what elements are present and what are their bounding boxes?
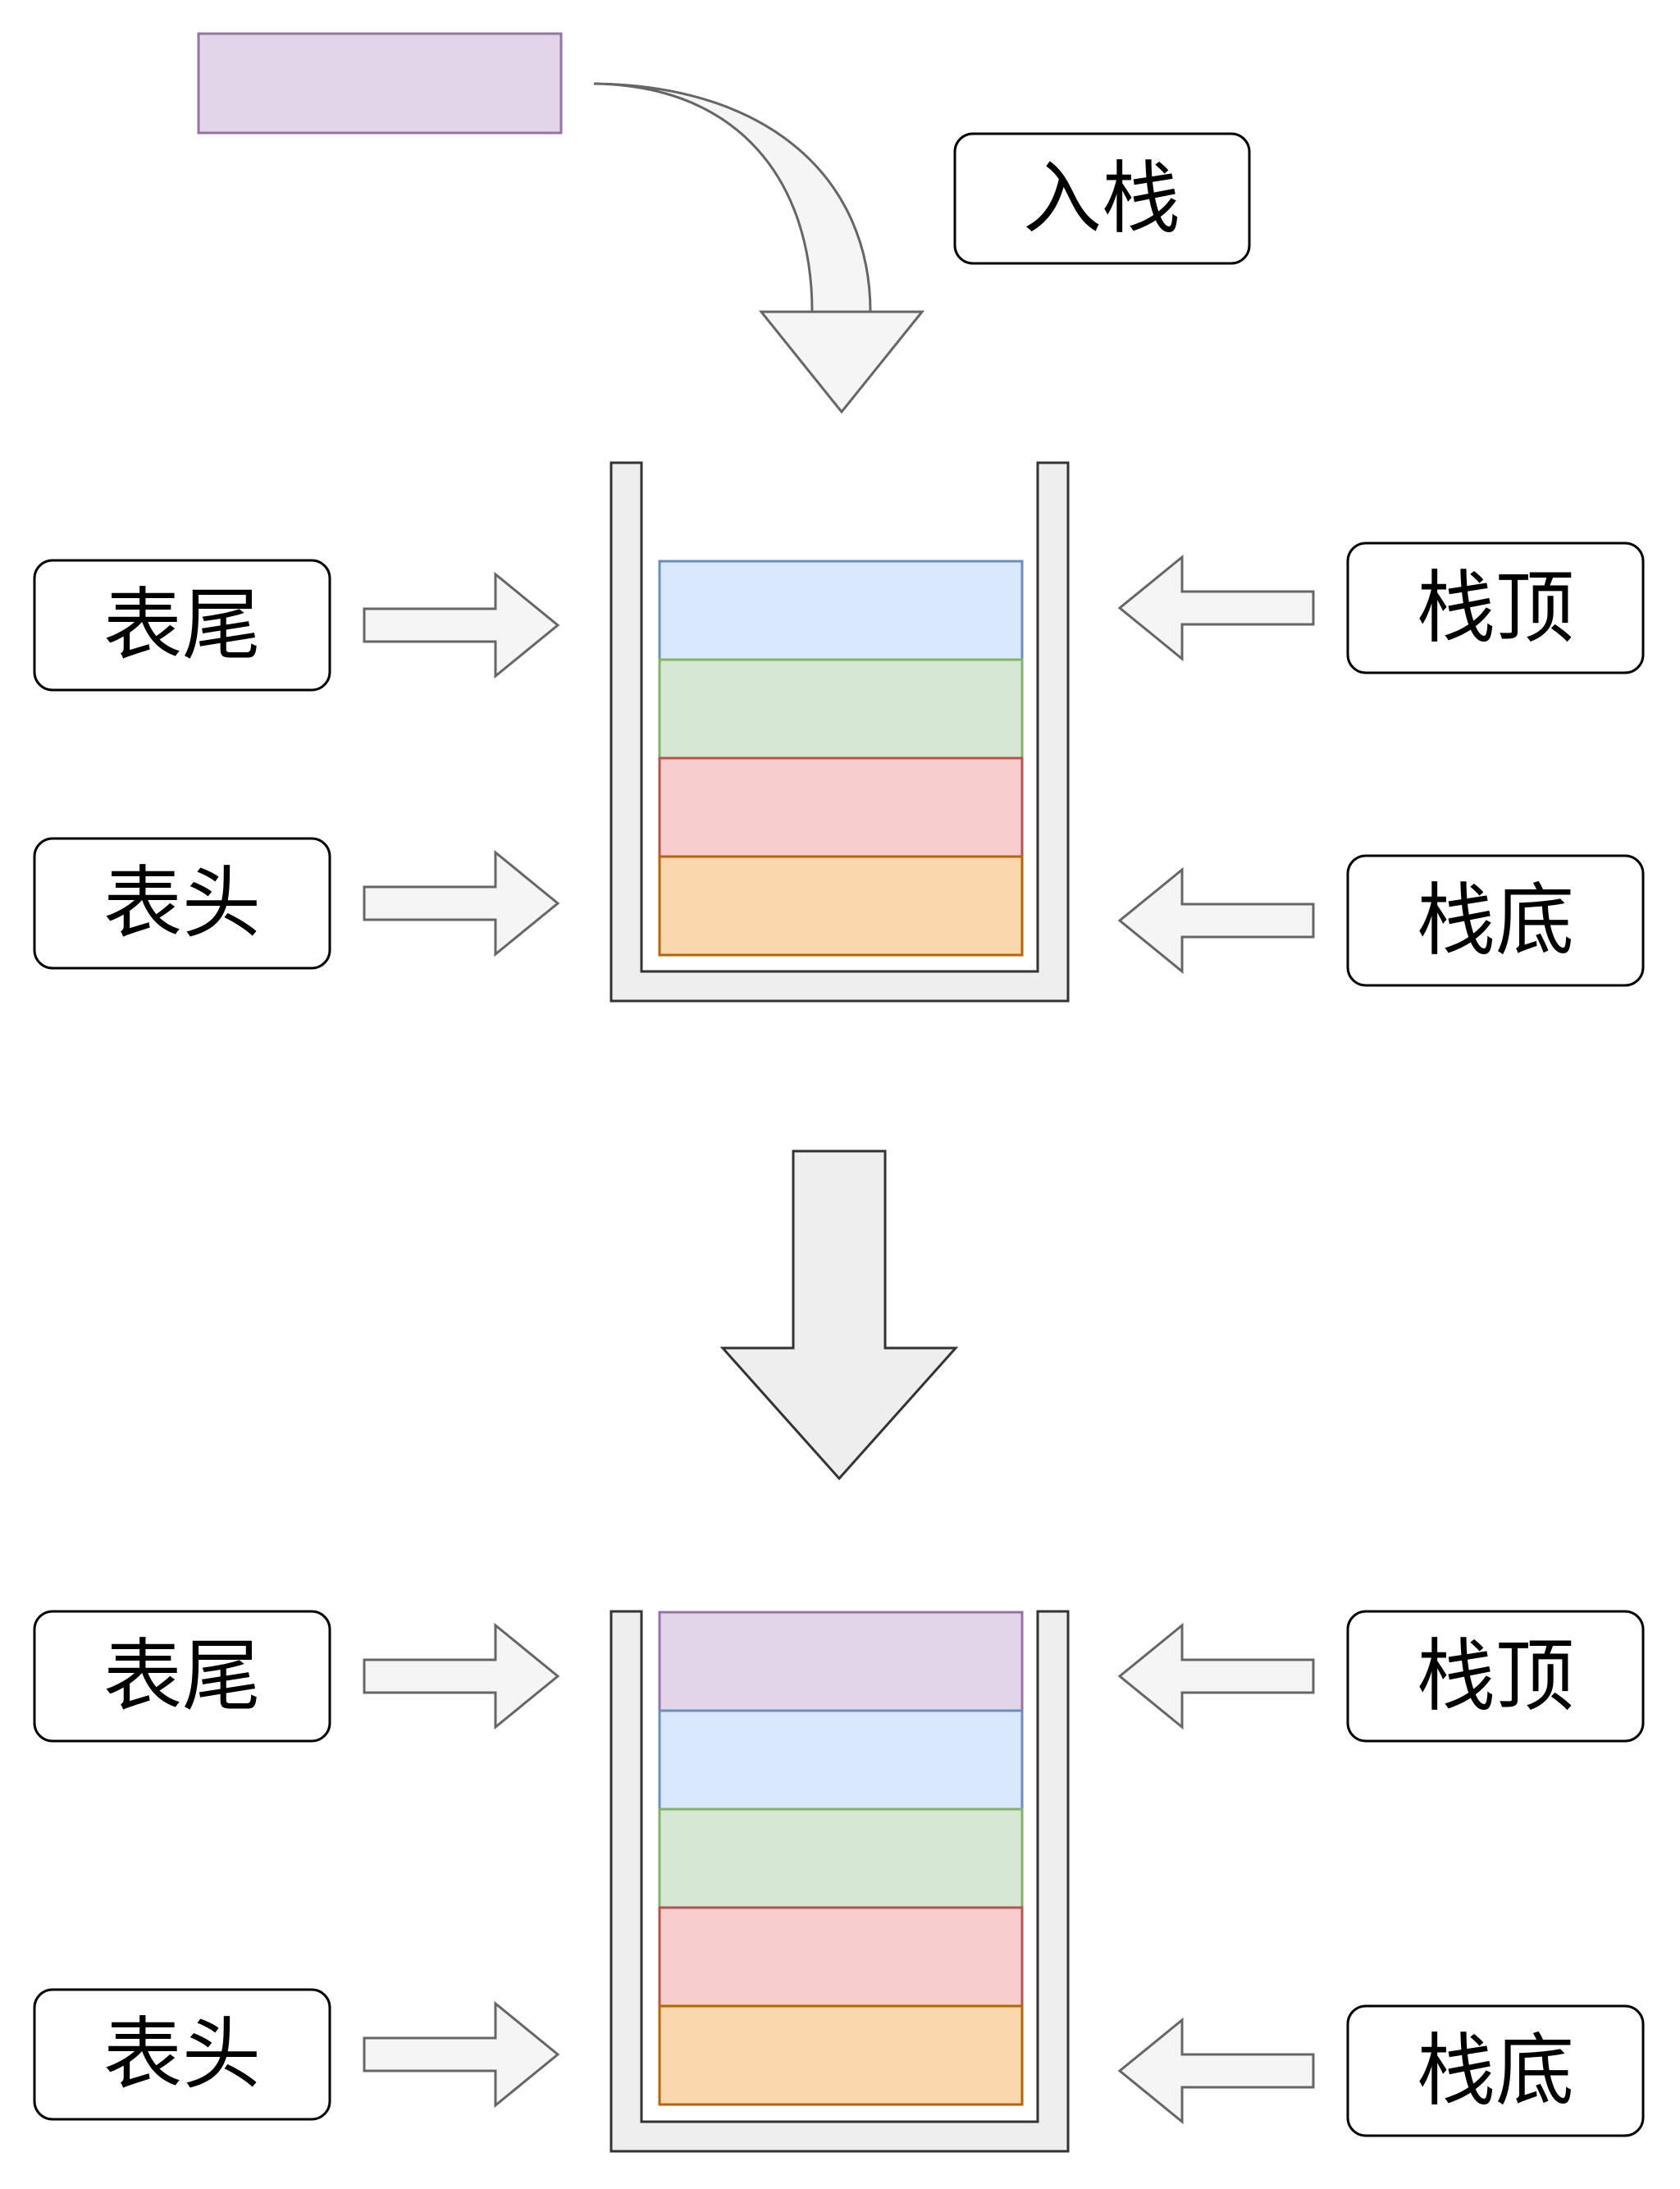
tail-label-before: 表尾 xyxy=(103,579,261,671)
stack-blocks-before xyxy=(658,560,1024,957)
bottom-label-after: 栈底 xyxy=(1417,2025,1574,2117)
bottom-label-box-after: 栈底 xyxy=(1346,2004,1645,2137)
top-arrow-before[interactable] xyxy=(1117,554,1315,662)
head-label-box-before: 表头 xyxy=(33,837,331,970)
head-label-before: 表头 xyxy=(103,857,261,949)
head-label-box-after: 表头 xyxy=(33,1988,331,2121)
stack-block-after-2 xyxy=(658,1709,1024,1811)
push-label: 入栈 xyxy=(1023,153,1180,244)
incoming-block xyxy=(197,32,563,135)
stack-block-after-1 xyxy=(658,1611,1024,1712)
tail-label-after: 表尾 xyxy=(103,1630,261,1722)
stack-before xyxy=(609,461,1070,1003)
top-arrow-after[interactable] xyxy=(1117,1622,1315,1730)
top-label-before: 栈顶 xyxy=(1417,562,1574,654)
stack-container-after xyxy=(609,1610,1070,2153)
stack-block-before-2 xyxy=(658,658,1024,760)
top-label-box-after: 栈顶 xyxy=(1346,1610,1645,1743)
stack-after xyxy=(609,1610,1070,2153)
transition-down-arrow xyxy=(719,1149,959,1481)
top-label-after: 栈顶 xyxy=(1417,1630,1574,1722)
bottom-label-before: 栈底 xyxy=(1417,875,1574,967)
tail-label-box-after: 表尾 xyxy=(33,1610,331,1743)
bottom-arrow-after[interactable] xyxy=(1117,2017,1315,2125)
stack-block-before-1 xyxy=(658,560,1024,661)
head-arrow-after[interactable] xyxy=(363,2000,560,2109)
bottom-label-box-before: 栈底 xyxy=(1346,854,1645,987)
stack-block-before-3 xyxy=(658,756,1024,858)
stack-block-after-5 xyxy=(658,2004,1024,2106)
push-label-box: 入栈 xyxy=(953,132,1251,265)
tail-arrow-before[interactable] xyxy=(363,571,560,679)
head-arrow-before[interactable] xyxy=(363,849,560,957)
stack-blocks-after xyxy=(658,1611,1024,2106)
stack-container-before xyxy=(609,461,1070,1003)
stack-block-after-4 xyxy=(658,1906,1024,2008)
tail-arrow-after[interactable] xyxy=(363,1622,560,1730)
tail-label-box-before: 表尾 xyxy=(33,559,331,692)
stack-block-after-3 xyxy=(658,1807,1024,1909)
stack-block-before-4 xyxy=(658,855,1024,957)
push-curved-arrow xyxy=(593,82,925,414)
bottom-arrow-before[interactable] xyxy=(1117,866,1315,975)
top-label-box-before: 栈顶 xyxy=(1346,542,1645,674)
head-label-after: 表头 xyxy=(103,2008,261,2100)
